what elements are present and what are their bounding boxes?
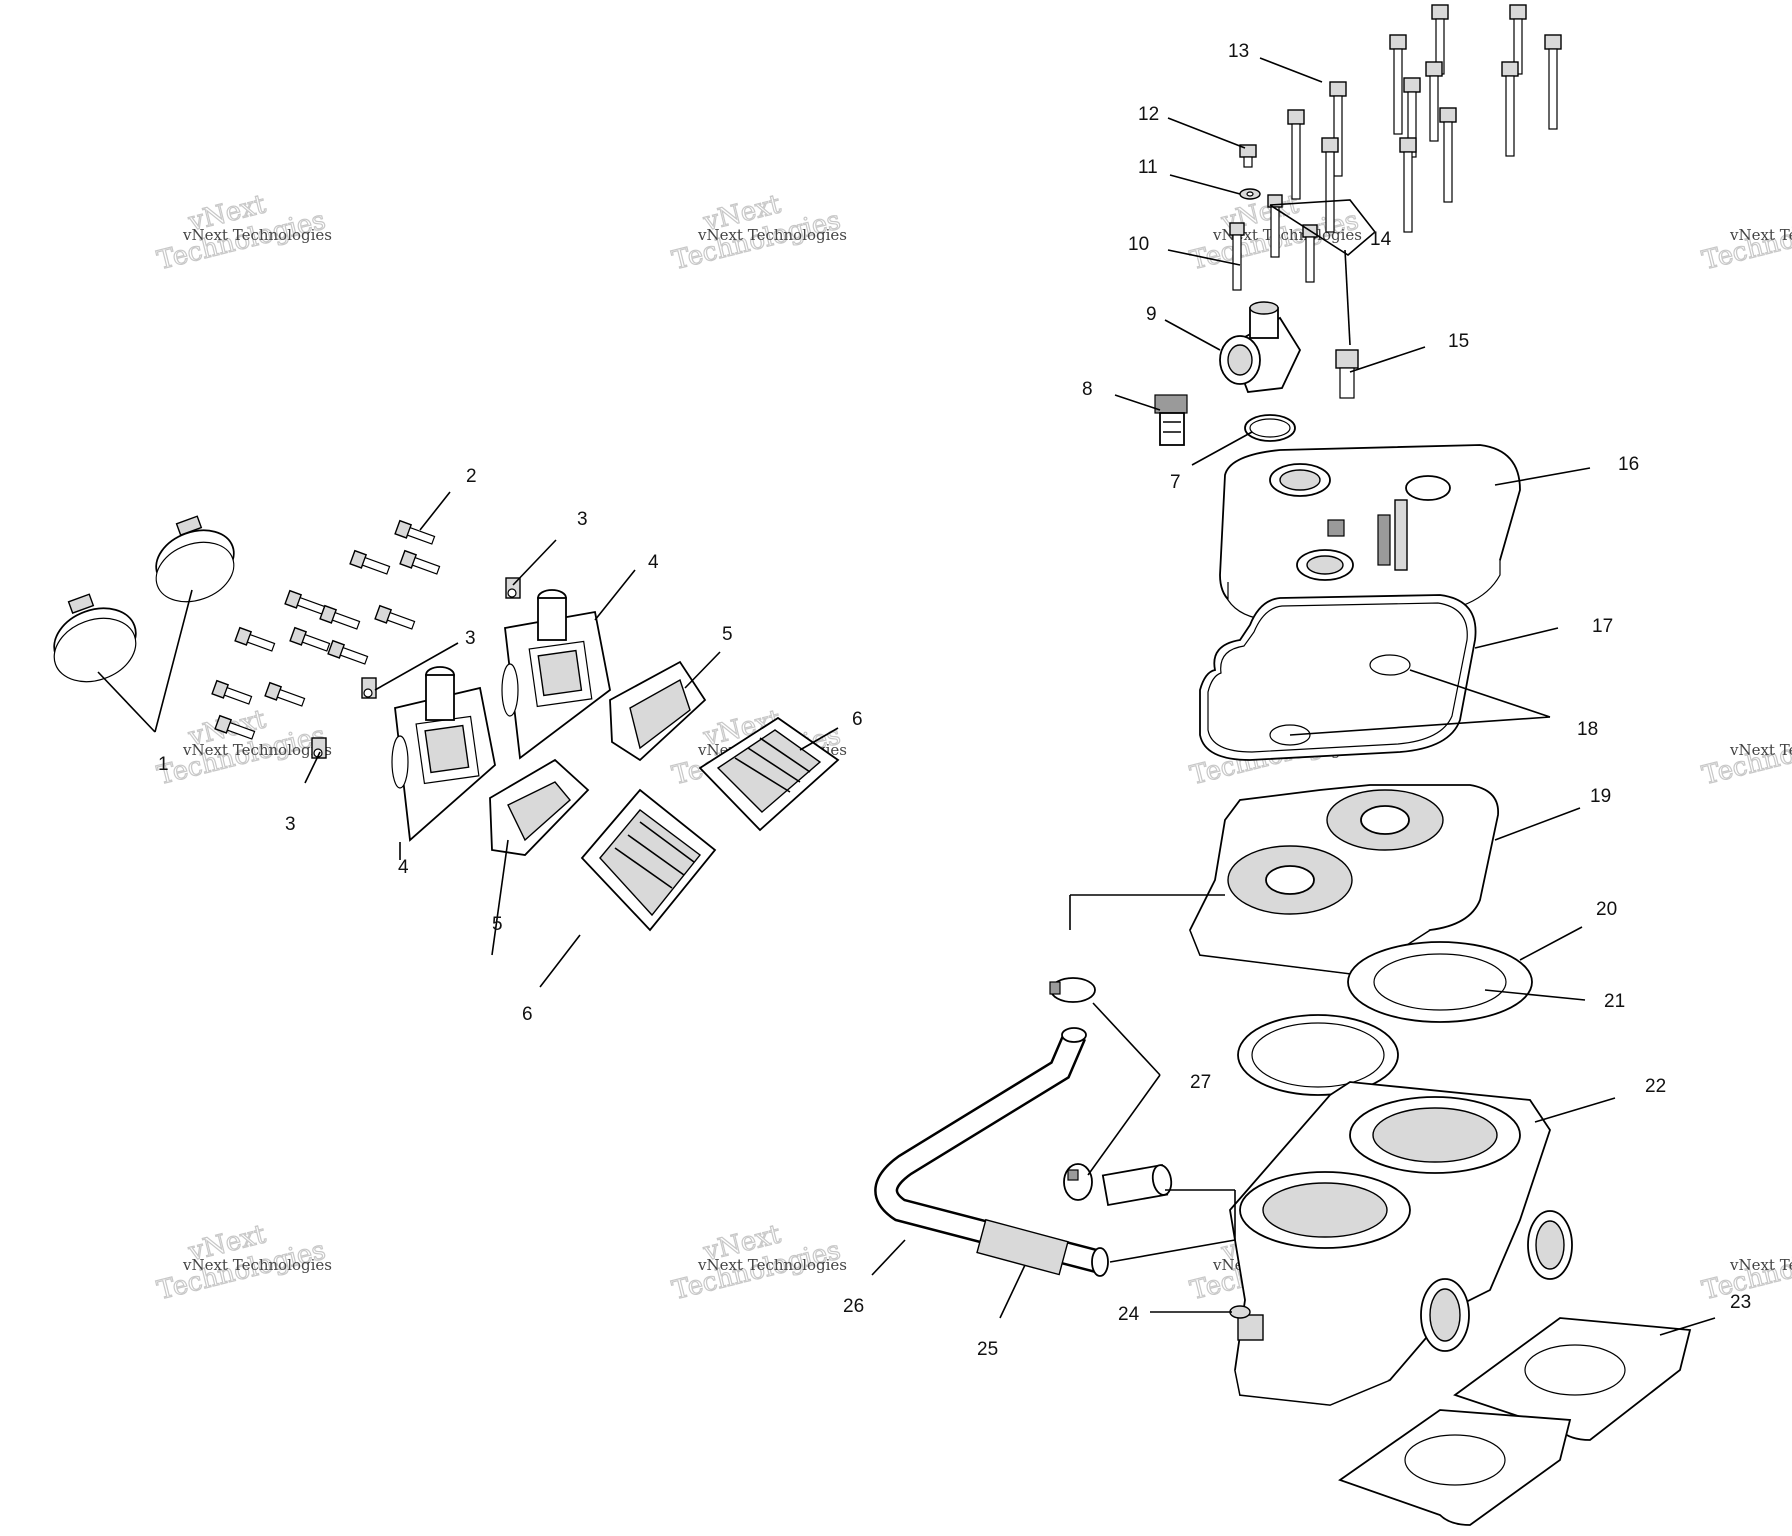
watermark-text: vNext Technologies (182, 1256, 332, 1274)
callout-25: 25 (977, 1339, 998, 1360)
base-gasket-lower (1338, 1409, 1572, 1526)
callout-3: 3 (577, 509, 588, 530)
callout-6: 6 (852, 709, 863, 730)
callout-18: 18 (1577, 719, 1598, 740)
callout-9: 9 (1146, 304, 1157, 325)
callout-26: 26 (843, 1296, 864, 1317)
callout-5: 5 (492, 914, 503, 935)
hose-clamp-lower (1063, 1163, 1093, 1201)
callout-7: 7 (1170, 472, 1181, 493)
deflector-upper (609, 660, 707, 762)
thermostat-housing (1219, 301, 1302, 393)
callout-10: 10 (1128, 234, 1149, 255)
nut (1239, 144, 1257, 168)
bolt-set (211, 519, 441, 740)
callout-24: 24 (1118, 1304, 1140, 1325)
head-bolt-set (1287, 4, 1562, 233)
drain-plug (1229, 1305, 1251, 1319)
deflector-lower (489, 758, 590, 856)
watermark-text: vNext Technologies (697, 226, 847, 244)
reed-adapter-left (391, 666, 496, 842)
clip-b (361, 677, 377, 699)
hose-clamp-left (53, 593, 137, 683)
callout-5: 5 (722, 624, 733, 645)
hose-clamp-upper (1049, 977, 1096, 1003)
clip-c (311, 737, 327, 759)
clip-a (505, 577, 521, 599)
callout-12: 12 (1138, 104, 1159, 125)
callout-15: 15 (1448, 331, 1469, 352)
hose-connector (1101, 1163, 1173, 1207)
watermark-text: vNext Technologies (182, 741, 332, 759)
watermark-text: vNext Technologies (182, 226, 332, 244)
callout-21: 21 (1604, 991, 1625, 1012)
callout-20: 20 (1596, 899, 1617, 920)
hose-clamp-right (155, 515, 235, 603)
callout-22: 22 (1645, 1076, 1666, 1097)
callout-labels: 1 2 3 3 3 4 4 5 5 6 6 7 8 9 10 11 12 13 … (158, 41, 1751, 1360)
callout-23: 23 (1730, 1292, 1751, 1313)
callout-6: 6 (522, 1004, 533, 1025)
callout-13: 13 (1228, 41, 1249, 62)
cylinder-head (1069, 784, 1499, 976)
cylinder-o-ring-inner (1237, 1014, 1399, 1096)
cylinder-head-cover (1219, 444, 1521, 621)
leader-lines (97, 57, 1716, 1336)
watermark-text: vNext Technologies (1729, 741, 1792, 759)
callout-1: 1 (158, 754, 169, 775)
callout-19: 19 (1590, 786, 1611, 807)
reed-valve-lower (580, 788, 717, 932)
callout-4: 4 (648, 552, 659, 573)
watermark: Technologies vNext (669, 189, 844, 277)
callout-14: 14 (1370, 229, 1392, 250)
callout-2: 2 (466, 466, 477, 487)
washer (1239, 188, 1261, 200)
reed-adapter-right (501, 589, 611, 760)
cylinder-o-ring-outer (1347, 941, 1533, 1023)
o-ring (1244, 414, 1296, 442)
callout-11: 11 (1138, 157, 1158, 178)
watermark-text: vNext Technologies (1729, 226, 1792, 244)
callout-16: 16 (1618, 454, 1639, 475)
hose-fitting (976, 1218, 1109, 1277)
callout-3: 3 (285, 814, 296, 835)
water-hose (874, 1027, 1104, 1274)
callout-27: 27 (1190, 1072, 1211, 1093)
temperature-sensor (1335, 249, 1359, 399)
callout-17: 17 (1592, 616, 1613, 637)
watermark-text: vNext Technologies (697, 1256, 847, 1274)
watermark-text: vNext Technologies (1729, 1256, 1792, 1274)
thermostat (1154, 394, 1188, 446)
callout-3: 3 (465, 628, 476, 649)
callout-4: 4 (398, 857, 409, 878)
callout-8: 8 (1082, 379, 1093, 400)
reed-valve-upper (698, 716, 840, 832)
cylinder-block (1229, 1081, 1573, 1406)
